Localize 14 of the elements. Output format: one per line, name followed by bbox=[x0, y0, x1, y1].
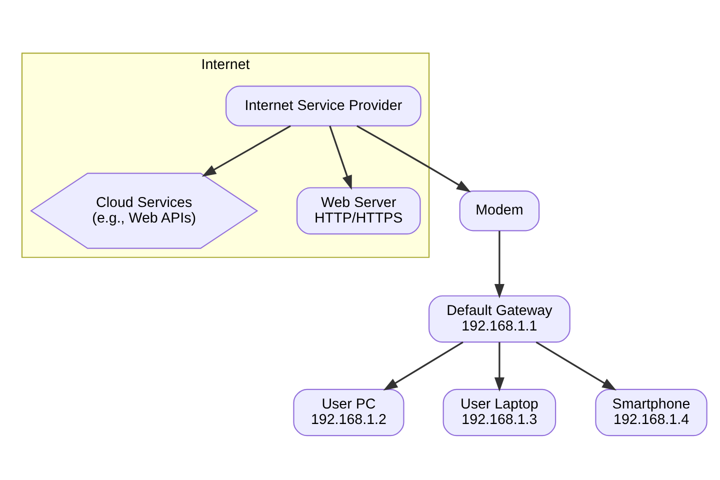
node-box: Web Server HTTP/HTTPS bbox=[296, 187, 421, 234]
node-box: Internet Service Provider bbox=[226, 86, 422, 126]
arrow bbox=[494, 342, 504, 392]
node-box: Default Gateway 192.168.1.1 bbox=[428, 295, 570, 343]
arrow bbox=[536, 341, 616, 390]
node-box: User PC 192.168.1.2 bbox=[293, 388, 404, 436]
node-box: Smartphone 192.168.1.4 bbox=[595, 388, 708, 436]
node-box: User Laptop 192.168.1.3 bbox=[442, 388, 556, 436]
arrow bbox=[356, 125, 471, 192]
arrow bbox=[329, 126, 352, 190]
arrow bbox=[494, 230, 504, 298]
arrow bbox=[202, 125, 291, 177]
arrow bbox=[383, 341, 464, 390]
node-box: Modem bbox=[459, 190, 540, 232]
